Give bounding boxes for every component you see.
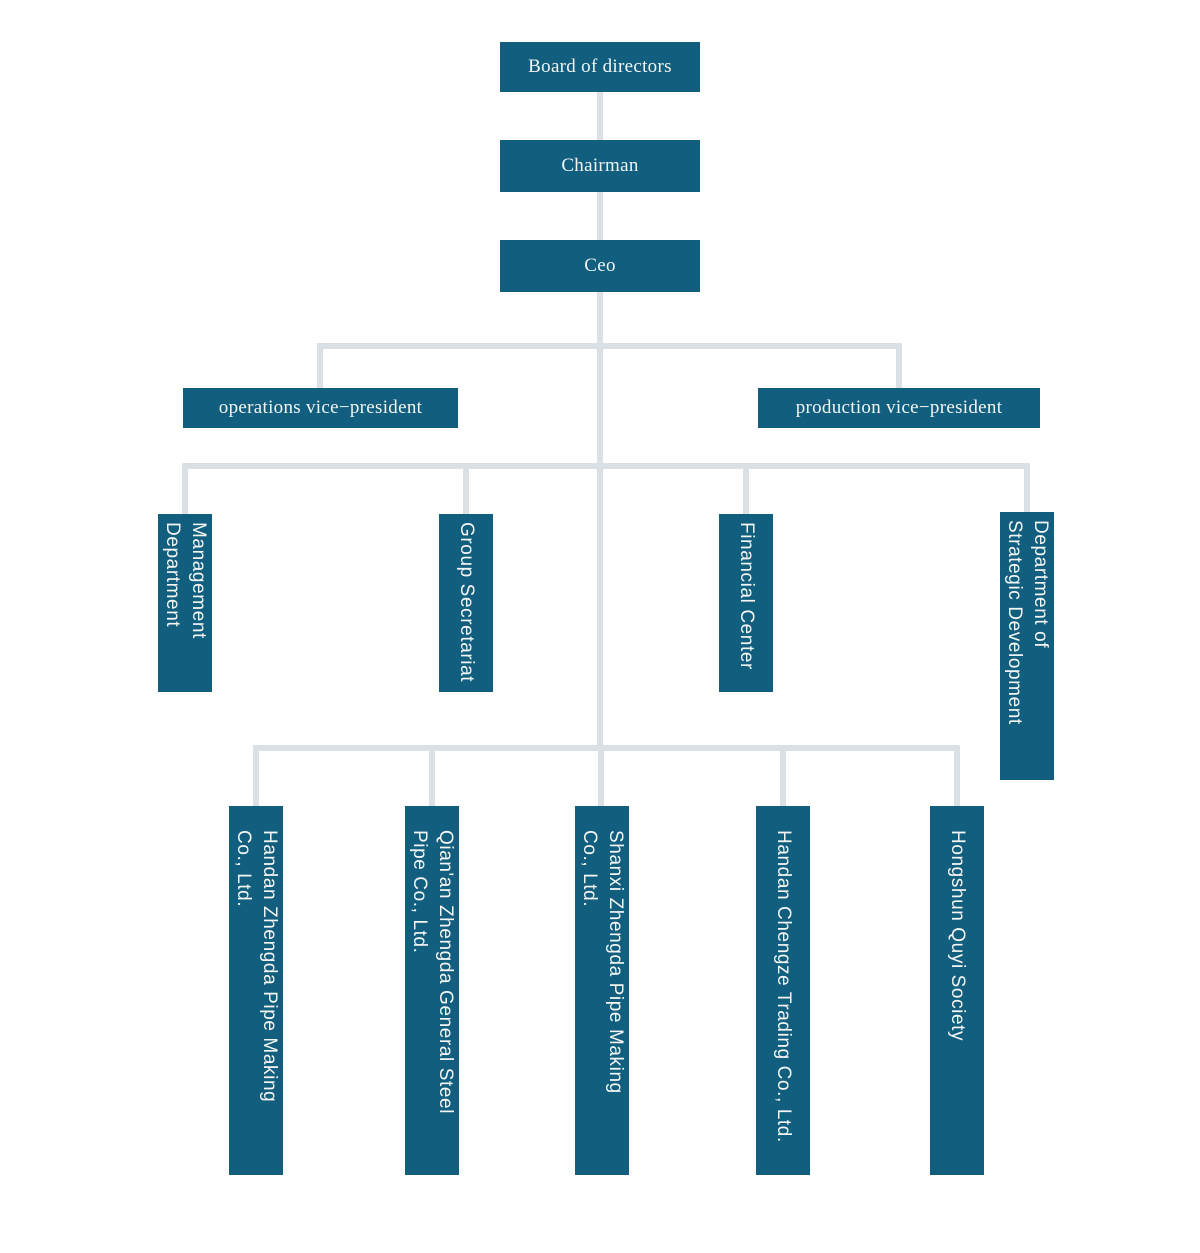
node-label: operations vice−president: [218, 397, 423, 418]
node-label: Financial Center: [736, 522, 757, 670]
node-label: Handan Zhengda Pipe Making Co., Ltd.: [233, 830, 280, 1103]
connector-drop-strategic-development: [1024, 469, 1030, 512]
node-group-secretariat: Group Secretariat: [439, 514, 493, 692]
node-financial-center: Financial Center: [719, 514, 773, 692]
node-management-department: Management Department: [158, 514, 212, 692]
connector-rail-departments: [182, 463, 1030, 469]
node-handan-zhengda-pipe-making: Handan Zhengda Pipe Making Co., Ltd.: [229, 806, 283, 1175]
node-label: Hongshun Quyi Society: [947, 830, 968, 1042]
connector-drop-handan-zhengda: [253, 751, 259, 806]
node-label: Group Secretariat: [456, 522, 477, 683]
connector-chairman-ceo: [597, 192, 603, 240]
connector-drop-financial-center: [743, 469, 749, 514]
node-chairman: Chairman: [500, 140, 700, 192]
node-hongshun-quyi-society: Hongshun Quyi Society: [930, 806, 984, 1175]
node-label: Handan Chengze Trading Co., Ltd.: [773, 830, 794, 1143]
connector-drop-operations-vp: [317, 349, 323, 388]
node-board-of-directors: Board of directors: [500, 42, 700, 92]
node-qianan-zhengda-general-steel-pipe: Qian'an Zhengda General Steel Pipe Co., …: [405, 806, 459, 1175]
node-production-vice-president: production vice−president: [758, 388, 1040, 428]
node-handan-chengze-trading: Handan Chengze Trading Co., Ltd.: [756, 806, 810, 1175]
node-label: Management Department: [162, 522, 209, 639]
node-operations-vice-president: operations vice−president: [183, 388, 458, 428]
node-label: Shanxi Zhengda Pipe Making Co., Ltd.: [579, 830, 626, 1094]
node-department-of-strategic-development: Department of Strategic Development: [1000, 512, 1054, 780]
connector-drop-group-secretariat: [463, 469, 469, 514]
connector-drop-qianan-zhengda: [429, 751, 435, 806]
node-shanxi-zhengda-pipe-making: Shanxi Zhengda Pipe Making Co., Ltd.: [575, 806, 629, 1175]
connector-board-chairman: [597, 90, 603, 140]
connector-drop-handan-chengze: [780, 751, 786, 806]
connector-drop-shanxi-zhengda: [598, 751, 604, 806]
node-label: production vice−president: [795, 397, 1003, 418]
node-label: Ceo: [584, 255, 616, 276]
node-ceo: Ceo: [500, 240, 700, 292]
connector-ceo-trunk: [597, 292, 603, 751]
node-label: Department of Strategic Development: [1004, 520, 1051, 725]
connector-drop-management-department: [182, 469, 188, 514]
node-label: Board of directors: [528, 56, 672, 77]
connector-drop-production-vp: [896, 349, 902, 388]
node-label: Qian'an Zhengda General Steel Pipe Co., …: [409, 830, 456, 1115]
node-label: Chairman: [561, 155, 639, 176]
connector-rail-subsidiaries: [253, 745, 960, 751]
connector-drop-hongshun-quyi: [954, 751, 960, 806]
connector-rail-vice-presidents: [317, 343, 902, 349]
